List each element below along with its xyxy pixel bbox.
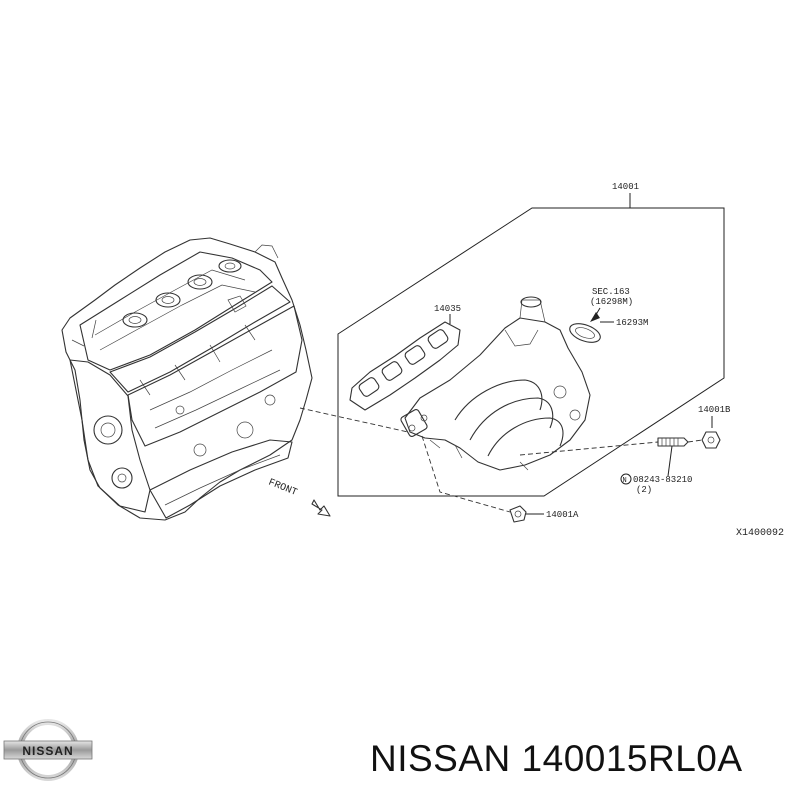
label-14035: 14035: [434, 304, 461, 314]
label-16293M: 16293M: [616, 318, 648, 328]
sensor-drawing: [509, 505, 527, 523]
stud-bolt-drawing: [657, 437, 689, 447]
label-14001B: 14001B: [698, 405, 731, 415]
dashed-line-stud: [519, 441, 659, 456]
engine-block-drawing: [61, 237, 313, 521]
dashed-line-engine: [299, 407, 409, 433]
intake-manifold-drawing: [400, 296, 591, 471]
nissan-logo-text: NISSAN: [22, 744, 73, 758]
nut-drawing: [701, 431, 721, 449]
seal-ring-drawing: [569, 323, 601, 343]
front-arrow-icon: [311, 499, 331, 517]
svg-text:N: N: [623, 477, 627, 485]
bolt-marker-icon: N: [620, 473, 632, 485]
label-14001: 14001: [612, 182, 639, 192]
label-08243-83210: 08243-83210: [633, 475, 692, 485]
label-sec163: SEC.163: [592, 287, 630, 297]
label-bolt-qty: (2): [636, 485, 652, 495]
dashed-line-nut: [687, 439, 703, 443]
label-14001A: 14001A: [546, 510, 579, 520]
dashed-line-sensor: [421, 435, 511, 513]
label-16298M: (16298M): [590, 297, 633, 307]
gasket-drawing: [349, 321, 461, 411]
front-label: FRONT: [267, 478, 299, 499]
assembly-box: [337, 207, 725, 497]
diagram-code: X1400092: [736, 528, 784, 539]
sec-arrow-icon: [590, 312, 600, 322]
nissan-logo-icon: NISSAN: [3, 719, 93, 781]
product-caption: NISSAN 140015RL0A: [370, 738, 743, 779]
